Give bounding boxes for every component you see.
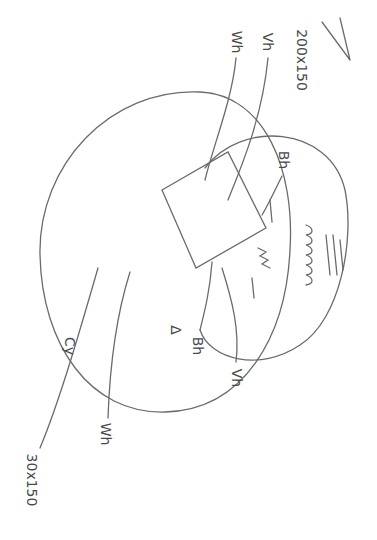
coil-marks	[258, 248, 270, 268]
leader-line	[40, 268, 98, 448]
part-label: Wh	[98, 421, 114, 448]
dimension-label: 200x150	[294, 27, 310, 93]
minus-mark	[252, 278, 254, 298]
leader-line	[222, 268, 237, 362]
dimension-label: 30x150	[24, 452, 40, 509]
inner-loop	[200, 136, 348, 360]
outer-circle	[40, 92, 291, 412]
pen-stroke	[322, 18, 350, 60]
leader-line	[262, 176, 282, 215]
square-frame	[162, 152, 266, 268]
leader-line	[200, 262, 212, 330]
part-label: Bh	[276, 149, 292, 171]
coil-marks	[326, 235, 343, 275]
part-label: Vh	[260, 31, 276, 53]
leader-line	[205, 58, 236, 180]
leader-line	[228, 58, 268, 200]
part-label: Cy	[62, 335, 78, 357]
part-label: Wh	[229, 29, 245, 56]
leader-line	[108, 272, 130, 418]
symbol-label: Δ	[168, 323, 184, 337]
minus-mark	[270, 200, 272, 222]
part-label: Vh	[229, 367, 245, 389]
inductor-coil	[306, 225, 312, 285]
part-label: Bh	[190, 335, 206, 357]
